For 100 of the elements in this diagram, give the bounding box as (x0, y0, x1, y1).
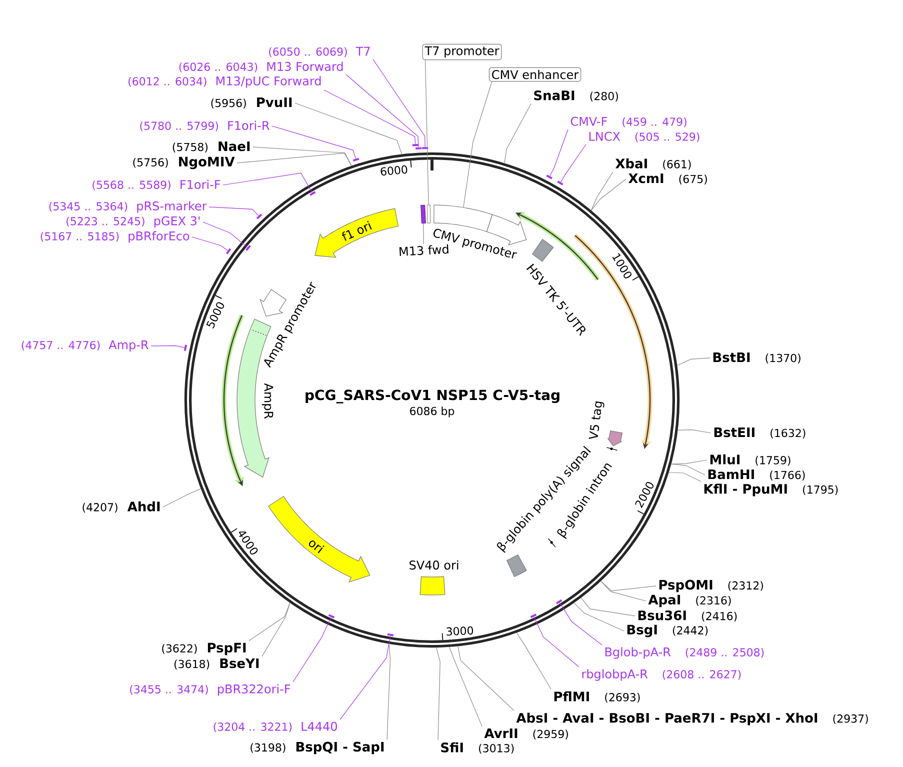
leader-line (463, 81, 492, 208)
leader-line (272, 126, 356, 159)
enzyme-site-label: BstEII (1632) (714, 428, 806, 438)
primer-label: (5223 .. 5245) pGEX 3' (66, 216, 200, 228)
leader-line (458, 646, 514, 711)
origin-block: f1 ori (314, 208, 399, 258)
enzyme-site-label: (5758) NaeI (172, 142, 250, 152)
leader-line (580, 597, 636, 616)
primer-mark (256, 214, 262, 220)
leader-line (676, 358, 710, 366)
primer-label: LNCX (505 .. 529) (589, 132, 700, 142)
primer-label: rbglobpA-R (2608 .. 2627) (582, 669, 741, 681)
enzyme-site-label: KflI - PpuMI (1795) (704, 484, 838, 496)
enzyme-site-label: SnaBI (280) (534, 90, 618, 102)
enzyme-site-label: SfiI (3013) (441, 742, 514, 754)
leader-line (668, 472, 702, 482)
leader-line (600, 580, 646, 602)
tick-label: 2000 (635, 482, 654, 508)
primer-mark (546, 174, 552, 180)
enzyme-site-label: AvrII (2959) (484, 728, 568, 740)
leader-line (294, 102, 402, 155)
primer-label: (6050 .. 6069) T7 (269, 46, 370, 58)
primer-label: (6012 .. 6034) M13/pUC Forward (128, 76, 321, 88)
tick-label: 6000 (380, 165, 408, 176)
leader-line (448, 646, 482, 727)
enzyme-site-label: (5956) PvuII (211, 98, 292, 108)
leader-line (534, 616, 580, 668)
feature-callout: T7 promoter (422, 44, 502, 60)
tick-label: 3000 (446, 626, 474, 636)
enzyme-site-label: (4207) AhdI (82, 501, 160, 513)
leader-line (516, 632, 552, 690)
primer-label: (6026 .. 6043) M13 Forward (179, 62, 343, 72)
leader-line (424, 60, 429, 206)
enzyme-site-label: MluI (1759) (710, 454, 790, 466)
leader-line (162, 488, 202, 508)
primer-label: (5780 .. 5799) F1ori-R (140, 120, 270, 132)
leader-line (150, 345, 185, 348)
feature-box: SV40 ori (410, 560, 458, 596)
primer-label: (3204 .. 3221) L4440 (214, 722, 337, 732)
primer-label: (4757 .. 4776) Amp-R (22, 340, 148, 352)
leader-line (386, 644, 391, 740)
enzyme-site-label: (3622) PspFI (162, 642, 246, 656)
enzyme-site-label: (3198) BspQI - SapI (250, 742, 384, 754)
enzyme-site-label: (3618) BseYI (174, 658, 259, 670)
enzyme-site-label: XcmI (675) (628, 174, 707, 184)
primer-mark (530, 614, 537, 618)
leader-line (550, 129, 568, 176)
leader-line (248, 602, 290, 641)
primer-mark (422, 147, 428, 150)
leader-line (670, 464, 706, 476)
feature-box (420, 204, 426, 224)
leader-line (252, 146, 352, 166)
tick-label: 5000 (206, 302, 224, 328)
leader-line (262, 602, 290, 657)
leader-line (559, 602, 602, 646)
primer-label: (5345 .. 5364) pRS-marker (49, 201, 207, 213)
leader-line (590, 172, 614, 211)
primer-mark (352, 158, 360, 162)
primer-mark (246, 245, 251, 251)
enzyme-site-label: PspOMI (2312) (659, 580, 763, 592)
size-label: 6086 bp (410, 406, 454, 418)
leader-line (372, 58, 426, 148)
primer-label: (3455 .. 3474) pBR322ori-F (130, 684, 290, 696)
enzyme-site-label: ApaI (2316) (648, 594, 731, 608)
leader-line (192, 236, 228, 251)
primer-label: (5167 .. 5185) pBRforEco (40, 231, 190, 243)
primer-mark (328, 614, 335, 618)
leader-line (222, 172, 312, 193)
leader-line (208, 206, 259, 216)
leader-line (677, 430, 712, 434)
primer-mark (310, 191, 316, 196)
enzyme-site-label: PflMI (2693) (554, 691, 640, 703)
primer-label: Bglob-pA-R (2489 .. 2508) (605, 647, 764, 659)
primer-label: (5568 .. 5589) F1ori-F (92, 180, 220, 190)
enzyme-site-label: BsgI (2442) (627, 624, 708, 638)
enzyme-site-label: Bsu36I (2416) (638, 610, 737, 622)
node-label: SV40 ori (410, 560, 458, 570)
feature-label: M13 fwd (399, 244, 448, 256)
enzyme-site-label: (5756) NgoMIV (133, 156, 235, 170)
primer-mark (387, 633, 394, 636)
enzyme-site-label: AbsI - AvaI - BsoBI - PaeR7I - PspXI - XhoI (2937) (516, 712, 868, 726)
leader-line (346, 74, 419, 148)
leader-line (324, 90, 416, 144)
leader-line (340, 636, 391, 720)
enzyme-site-label: BamHI (1766) (708, 470, 805, 480)
leader-line (504, 103, 532, 164)
primer-mark (226, 248, 232, 254)
primer-mark (412, 144, 418, 146)
leader-line (292, 617, 332, 682)
leader-line (202, 222, 248, 248)
primer-mark (557, 180, 564, 186)
enzyme-site-label: XbaI (661) (615, 158, 691, 170)
node-label: V5 tag (588, 401, 604, 439)
leader-line (560, 144, 586, 182)
map-title: pCG_SARS-CoV1 NSP15 C-V5-tag (306, 390, 560, 404)
primer-mark (556, 599, 562, 604)
enzyme-site-label: BstBI (1370) (713, 352, 800, 364)
leader-line (423, 223, 424, 245)
feature-callout: CMV enhancer (488, 67, 582, 82)
leader-line (574, 602, 624, 632)
